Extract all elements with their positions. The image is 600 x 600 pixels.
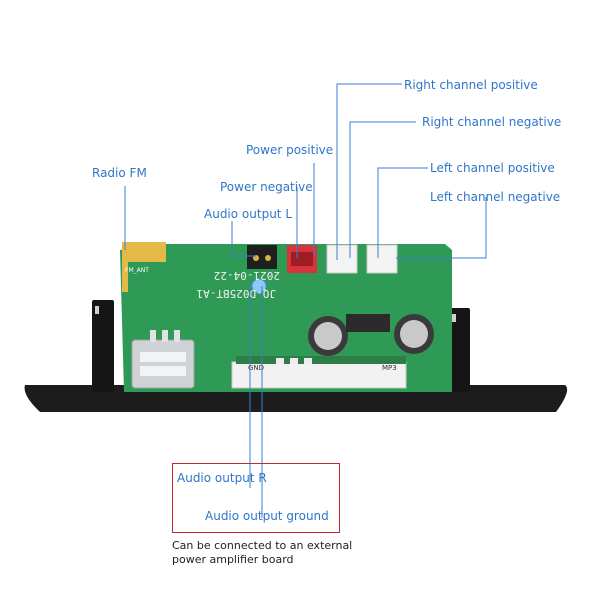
ic-chip xyxy=(346,314,390,332)
label-left-channel-negative: Left channel negative xyxy=(430,190,561,204)
board-mp3-marking: MP3 xyxy=(382,364,397,372)
bottom-connector-strip xyxy=(231,361,407,389)
note-line-1: Can be connected to an external xyxy=(172,539,353,552)
external-amplifier-box xyxy=(172,463,340,533)
board-gnd-marking: GND xyxy=(248,364,264,372)
label-audio-output-r: Audio output R xyxy=(177,471,267,485)
panel-bracket-right xyxy=(448,308,470,392)
label-right-channel-negative: Right channel negative xyxy=(422,115,562,129)
leader-lines xyxy=(124,83,487,518)
board-model-marking: JQ-D025BT-A1 xyxy=(197,287,276,300)
fm-antenna-pad xyxy=(122,242,166,262)
note-line-2: power amplifier board xyxy=(172,553,294,566)
label-audio-output-l: Audio output L xyxy=(204,207,293,221)
label-power-positive: Power positive xyxy=(246,143,334,157)
left-channel-connector xyxy=(366,244,398,274)
board-date-marking: 2021-04-22 xyxy=(214,269,280,282)
label-radio-fm: Radio FM xyxy=(92,166,147,180)
board-fm-ant-marking: FM_ANT xyxy=(125,267,149,274)
label-audio-output-ground: Audio output ground xyxy=(205,509,329,523)
usb-port xyxy=(131,339,195,389)
label-right-channel-positive: Right channel positive xyxy=(404,78,538,92)
panel-bracket-left xyxy=(92,300,114,392)
pcb xyxy=(120,244,452,392)
right-channel-connector xyxy=(326,244,358,274)
label-power-negative: Power negative xyxy=(220,180,313,194)
label-left-channel-positive: Left channel positive xyxy=(430,161,555,175)
audio-l-header xyxy=(247,245,277,269)
